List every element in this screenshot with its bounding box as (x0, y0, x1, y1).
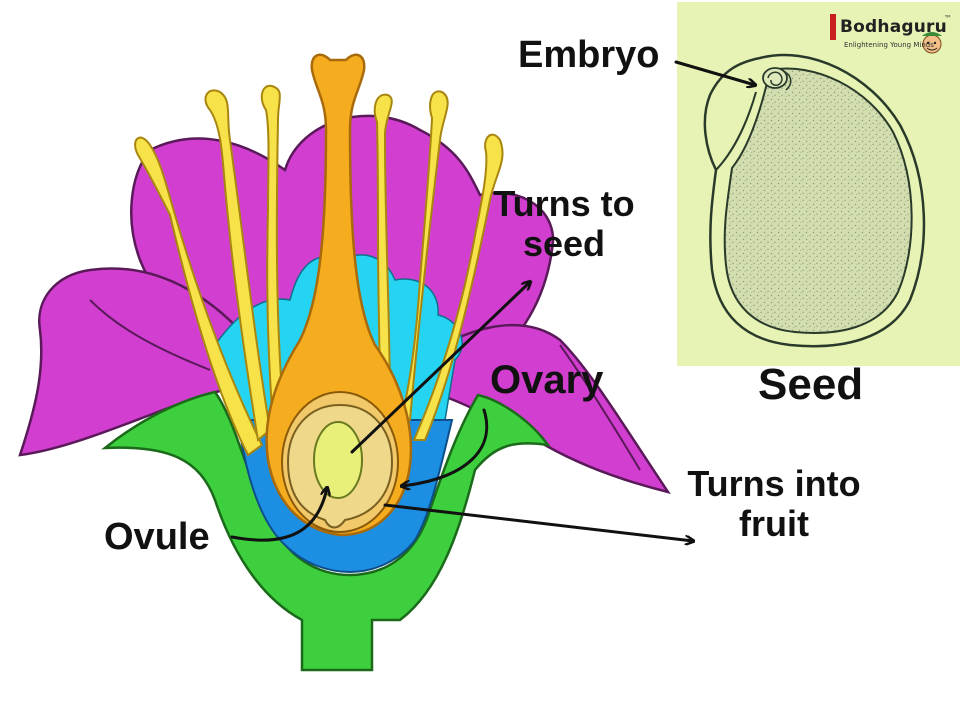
stamen-6 (412, 133, 504, 441)
arrows (230, 60, 755, 542)
bodhaguru-logo: Bodhaguru ™ Enlightening Young Minds (826, 14, 954, 60)
label-turns-to-seed-line2: seed (522, 223, 606, 265)
label-turns-into-fruit: Turns into fruit (672, 463, 876, 545)
ovule-shape (313, 421, 363, 499)
arrow-turns-into-fruit (383, 503, 693, 541)
label-seed: Seed (758, 360, 864, 409)
stamen-1 (134, 136, 264, 457)
seed-coat (703, 53, 926, 348)
logo-name: Bodhaguru (840, 17, 947, 37)
seed-body (723, 67, 913, 334)
stamen-5 (398, 90, 449, 427)
label-ovary: Ovary (490, 358, 604, 402)
arrow-ovary (402, 408, 489, 486)
stamen-4 (373, 93, 393, 412)
stamen-3 (260, 84, 285, 412)
pistil (265, 53, 413, 537)
petal-vein-right (559, 344, 641, 471)
logo-tagline: Enlightening Young Minds (844, 41, 934, 49)
seed-hilum-line (715, 91, 757, 171)
label-turns-into-fruit-line2: fruit (739, 503, 809, 545)
label-turns-to-seed: Turns to seed (478, 183, 650, 265)
label-turns-to-seed-line1: Turns to (493, 183, 635, 224)
arrow-embryo (674, 60, 755, 85)
label-ovule: Ovule (104, 516, 210, 558)
arrow-ovule (230, 488, 327, 542)
label-turns-into-fruit-line1: Turns into (687, 463, 861, 504)
embryo-shape (762, 67, 792, 91)
seed-panel (677, 2, 960, 366)
arrow-turns-to-seed (350, 282, 530, 454)
label-embryo: Embryo (518, 34, 660, 76)
logo-trademark: ™ (944, 14, 952, 23)
petal-vein-left (89, 299, 211, 371)
stamens (134, 84, 504, 457)
stamen-2 (204, 89, 272, 442)
